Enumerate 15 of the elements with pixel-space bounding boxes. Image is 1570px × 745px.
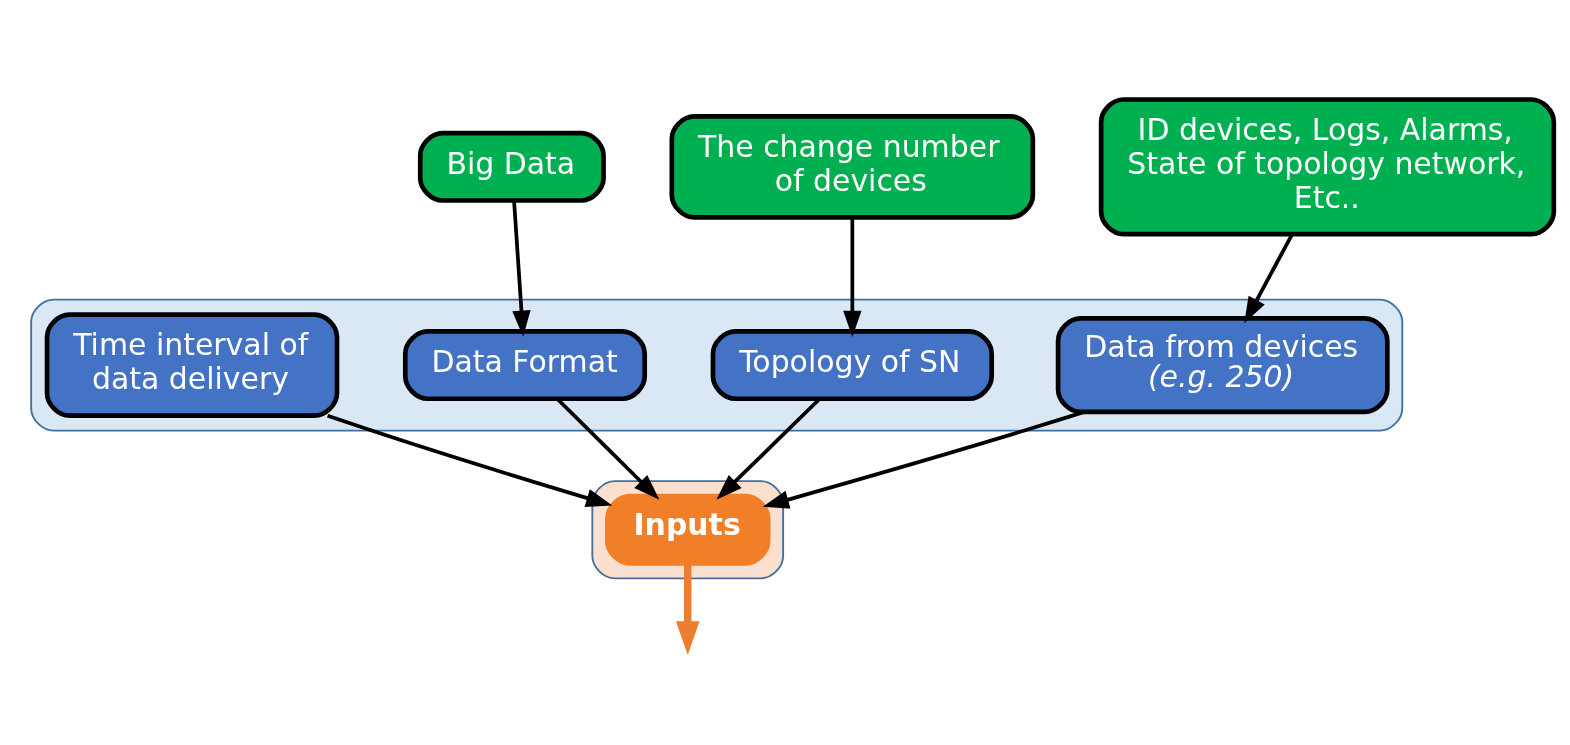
- arrow: [1244, 233, 1294, 323]
- arrow: [512, 200, 531, 337]
- node-box: The change number of devices: [669, 113, 1036, 220]
- cluster: [591, 479, 785, 579]
- cluster: [30, 298, 1404, 431]
- node-box: Data from devices (e.g. 250): [1055, 315, 1390, 414]
- arrow: [327, 413, 613, 507]
- arrow: [843, 217, 862, 337]
- node-box: Time interval of data delivery: [44, 311, 340, 418]
- node-box: ID devices, Logs, Alarms, State of topology network, Etc..: [1098, 96, 1557, 236]
- arrow: [675, 562, 700, 654]
- node-box: Data Format: [402, 328, 648, 401]
- node-box: Topology of SN: [710, 328, 995, 401]
- node-box: Big Data: [417, 130, 606, 203]
- node-box: Inputs: [604, 493, 771, 566]
